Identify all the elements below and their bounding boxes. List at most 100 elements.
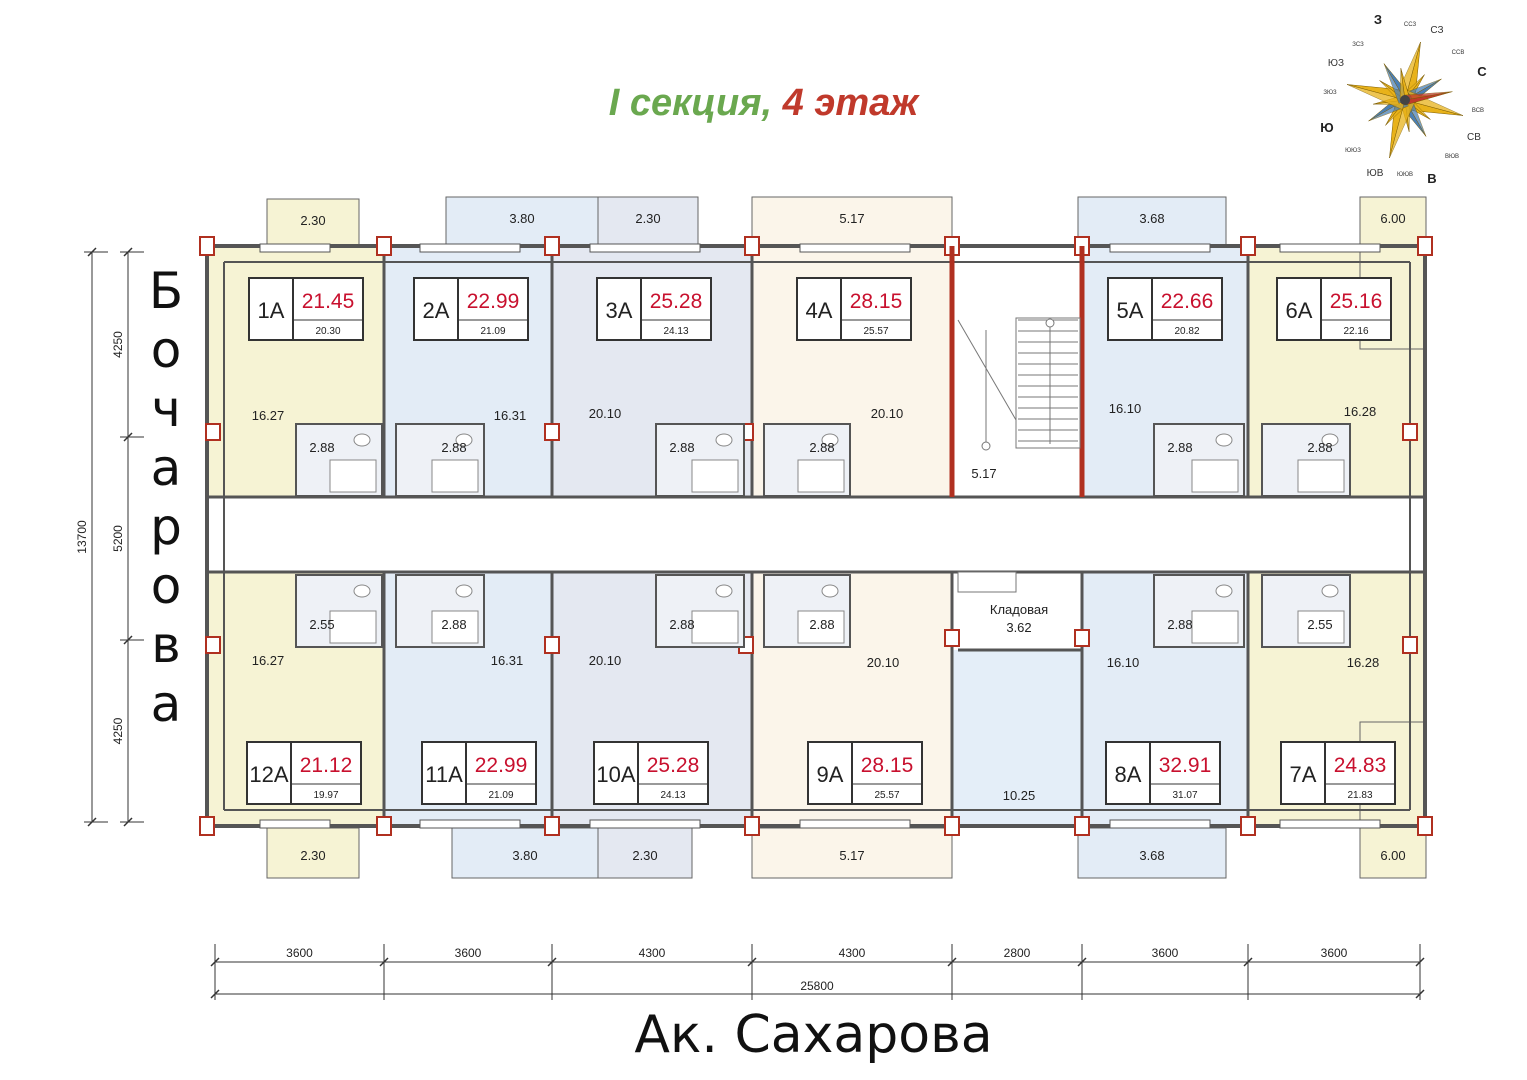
stair-arrow-start <box>981 441 991 451</box>
structural-column <box>1402 636 1418 654</box>
balcony-area: 2.30 <box>300 213 325 228</box>
apartment-total-area: 25.16 <box>1330 290 1383 313</box>
apartment-label-frame <box>421 741 537 805</box>
room-area: 16.27 <box>252 653 285 668</box>
toilet <box>353 433 371 447</box>
balcony-area: 3.80 <box>509 211 534 226</box>
apartment-label-frame <box>248 277 364 341</box>
dimension-tick <box>547 957 557 967</box>
bathroom-area: 2.88 <box>669 440 694 455</box>
compass-tertiary-label: ЮЮЗ <box>1345 148 1361 154</box>
dimension-label: 4300 <box>639 946 666 960</box>
hall-fill <box>952 650 1082 826</box>
apartment-total-area: 22.99 <box>475 754 528 777</box>
structural-column <box>1240 236 1256 256</box>
apartment-number: 8А <box>1115 762 1142 787</box>
window <box>259 243 331 253</box>
apartment-living-area: 20.82 <box>1174 326 1199 337</box>
balcony-area: 3.80 <box>512 848 537 863</box>
window <box>419 819 521 829</box>
bathroom-area: 2.88 <box>1167 617 1192 632</box>
balcony <box>451 827 599 879</box>
apartment-total-area: 21.12 <box>300 754 353 777</box>
balcony-area: 3.68 <box>1139 848 1164 863</box>
apartment-living-area: 21.09 <box>488 790 513 801</box>
apartment-total-area: 32.91 <box>1159 754 1212 777</box>
dimension-label: 4250 <box>111 717 125 744</box>
dimension-tick <box>123 247 133 257</box>
apartment-label-frame <box>413 277 529 341</box>
room-area: 16.10 <box>1107 655 1140 670</box>
bathroom-area: 2.88 <box>809 440 834 455</box>
window <box>1279 819 1381 829</box>
structural-column <box>199 816 215 836</box>
dimension-tick <box>123 432 133 442</box>
apartment-total-area: 28.15 <box>850 290 903 313</box>
window <box>1279 243 1381 253</box>
compass-main-label: Ю <box>1320 120 1333 135</box>
structural-column <box>199 236 215 256</box>
balcony <box>266 198 360 247</box>
room-area: 16.31 <box>491 653 524 668</box>
room-area: 16.27 <box>252 408 285 423</box>
apartment-label-frame <box>596 277 712 341</box>
room-area: 20.10 <box>589 406 622 421</box>
bathroom-area: 2.88 <box>669 617 694 632</box>
shower-tray <box>797 459 845 493</box>
apartment-living-area: 25.57 <box>863 326 888 337</box>
hall-area: 10.25 <box>1003 788 1036 803</box>
structural-column <box>1402 423 1418 441</box>
structural-column <box>944 629 960 647</box>
structural-column <box>544 816 560 836</box>
title-floor: 4 этаж <box>782 82 919 124</box>
balcony-area: 2.30 <box>635 211 660 226</box>
street-letter: а <box>150 439 182 497</box>
apartment-living-area: 21.83 <box>1347 790 1372 801</box>
structural-column <box>1240 816 1256 836</box>
dimension-label: 4300 <box>839 946 866 960</box>
dimension-label: 2800 <box>1004 946 1031 960</box>
dimension-tick <box>1415 957 1425 967</box>
apartment-number: 11А <box>425 762 463 787</box>
stair-line <box>957 319 1017 421</box>
structural-column <box>544 423 560 441</box>
apartment-number: 7А <box>1290 762 1317 787</box>
window <box>799 243 911 253</box>
compass-main-label: С <box>1477 64 1487 79</box>
room-area: 16.10 <box>1109 401 1142 416</box>
compass-main-label: В <box>1427 171 1436 186</box>
room-area: 20.10 <box>589 653 622 668</box>
storage-label: Кладовая <box>990 602 1048 617</box>
compass-tertiary-label: ВЮВ <box>1445 154 1459 160</box>
structural-column <box>1074 629 1090 647</box>
balcony-area: 2.30 <box>632 848 657 863</box>
window <box>589 243 701 253</box>
dimension-tick <box>87 247 97 257</box>
structural-column <box>1417 236 1433 256</box>
balcony <box>751 827 953 879</box>
shower-tray <box>431 459 479 493</box>
dimension-tick <box>210 989 220 999</box>
balcony <box>445 196 599 247</box>
toilet <box>455 584 473 598</box>
dimension-tick <box>379 957 389 967</box>
street-letter: а <box>150 675 182 733</box>
apartment-number: 5А <box>1117 298 1144 323</box>
compass-secondary-label: ЮЗ <box>1328 58 1344 69</box>
storage-hatch <box>957 571 1017 593</box>
toilet <box>821 584 839 598</box>
compass-secondary-label: ЮВ <box>1367 168 1384 179</box>
shower-tray <box>1297 610 1345 644</box>
apartment-number: 10А <box>596 762 635 787</box>
storage-area: 3.62 <box>1006 620 1031 635</box>
dimension-tick <box>1243 957 1253 967</box>
apartment-label-frame <box>1105 741 1221 805</box>
shower-tray <box>691 459 739 493</box>
toilet <box>1321 584 1339 598</box>
